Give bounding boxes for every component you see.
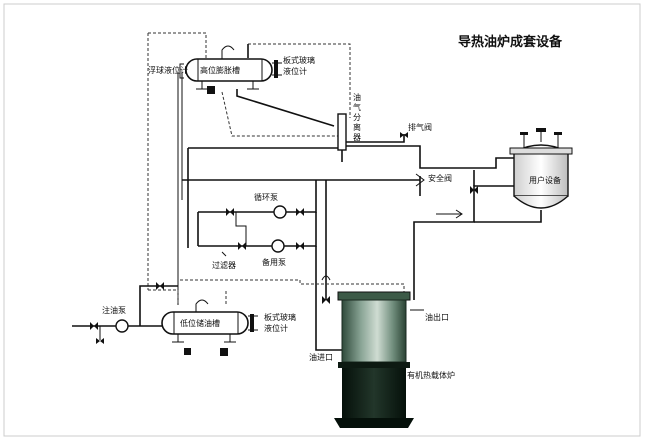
standby-pump xyxy=(271,239,285,253)
frame-border xyxy=(3,3,641,437)
user-equipment-label: 用户设备 xyxy=(529,175,561,185)
high-tank-drain-valve xyxy=(207,86,215,94)
float-gauge-label: 浮球液位计 xyxy=(148,65,188,75)
glass-level-gauge-low: 板式玻璃 液位计 xyxy=(248,312,296,333)
svg-text:器: 器 xyxy=(353,133,361,142)
furnace-label: 有机热载体炉 xyxy=(407,370,455,380)
oil-gas-separator: 油 气 分 离 器 xyxy=(337,92,361,162)
high-expansion-tank: 高位膨胀槽 xyxy=(185,45,273,90)
vent-line-dashed xyxy=(148,32,207,58)
oil-inlet-label: 油进口 xyxy=(309,352,333,362)
safety-valve xyxy=(415,173,425,187)
low-tank-drain-valve xyxy=(220,348,228,356)
injection-inlet-valve xyxy=(90,322,98,330)
circ-pump-label: 循环泵 xyxy=(254,192,278,202)
glass-level-gauge-top: 板式玻璃 液位计 xyxy=(272,55,315,78)
exhaust-valve-label: 排气阀 xyxy=(408,122,432,132)
svg-text:离: 离 xyxy=(353,122,361,132)
svg-text:油: 油 xyxy=(353,92,361,102)
supply-return-line xyxy=(413,185,514,300)
pump-valve-1 xyxy=(226,208,234,216)
glass-gauge-low-line1: 板式玻璃 xyxy=(264,312,296,322)
injection-pump xyxy=(115,319,129,333)
outlet-valve xyxy=(322,296,330,304)
glass-gauge-low-line2: 液位计 xyxy=(264,323,288,333)
diagram-title: 导热油炉成套设备 xyxy=(458,34,563,50)
svg-text:分: 分 xyxy=(353,113,361,122)
glass-gauge-top-line1: 板式玻璃 xyxy=(283,55,315,65)
overflow-line-dashed xyxy=(248,43,351,118)
circulation-pump xyxy=(273,205,287,219)
pump-valve-4 xyxy=(296,242,304,250)
filter-label: 过滤器 xyxy=(212,260,236,270)
expansion-pipe xyxy=(236,89,335,127)
thermal-oil-furnace: 有机热载体炉 xyxy=(334,291,455,428)
pump-valve-2 xyxy=(238,242,246,250)
low-storage-tank: 低位储油槽 xyxy=(161,299,249,343)
pump-valve-3 xyxy=(296,208,304,216)
injection-pump-label: 注油泵 xyxy=(102,305,126,315)
exhaust-valve xyxy=(400,132,408,138)
high-tank-label: 高位膨胀槽 xyxy=(200,65,240,75)
glass-gauge-top-line2: 液位计 xyxy=(283,66,307,76)
oil-outlet-label: 油出口 xyxy=(425,312,449,322)
svg-text:气: 气 xyxy=(353,102,361,112)
user-equipment-vessel: 用户设备 xyxy=(509,128,573,209)
standby-pump-label: 备用泵 xyxy=(262,257,286,267)
safety-valve-label: 安全阀 xyxy=(428,173,452,183)
bypass-valve xyxy=(470,186,478,194)
low-tank-label: 低位储油槽 xyxy=(180,318,220,328)
